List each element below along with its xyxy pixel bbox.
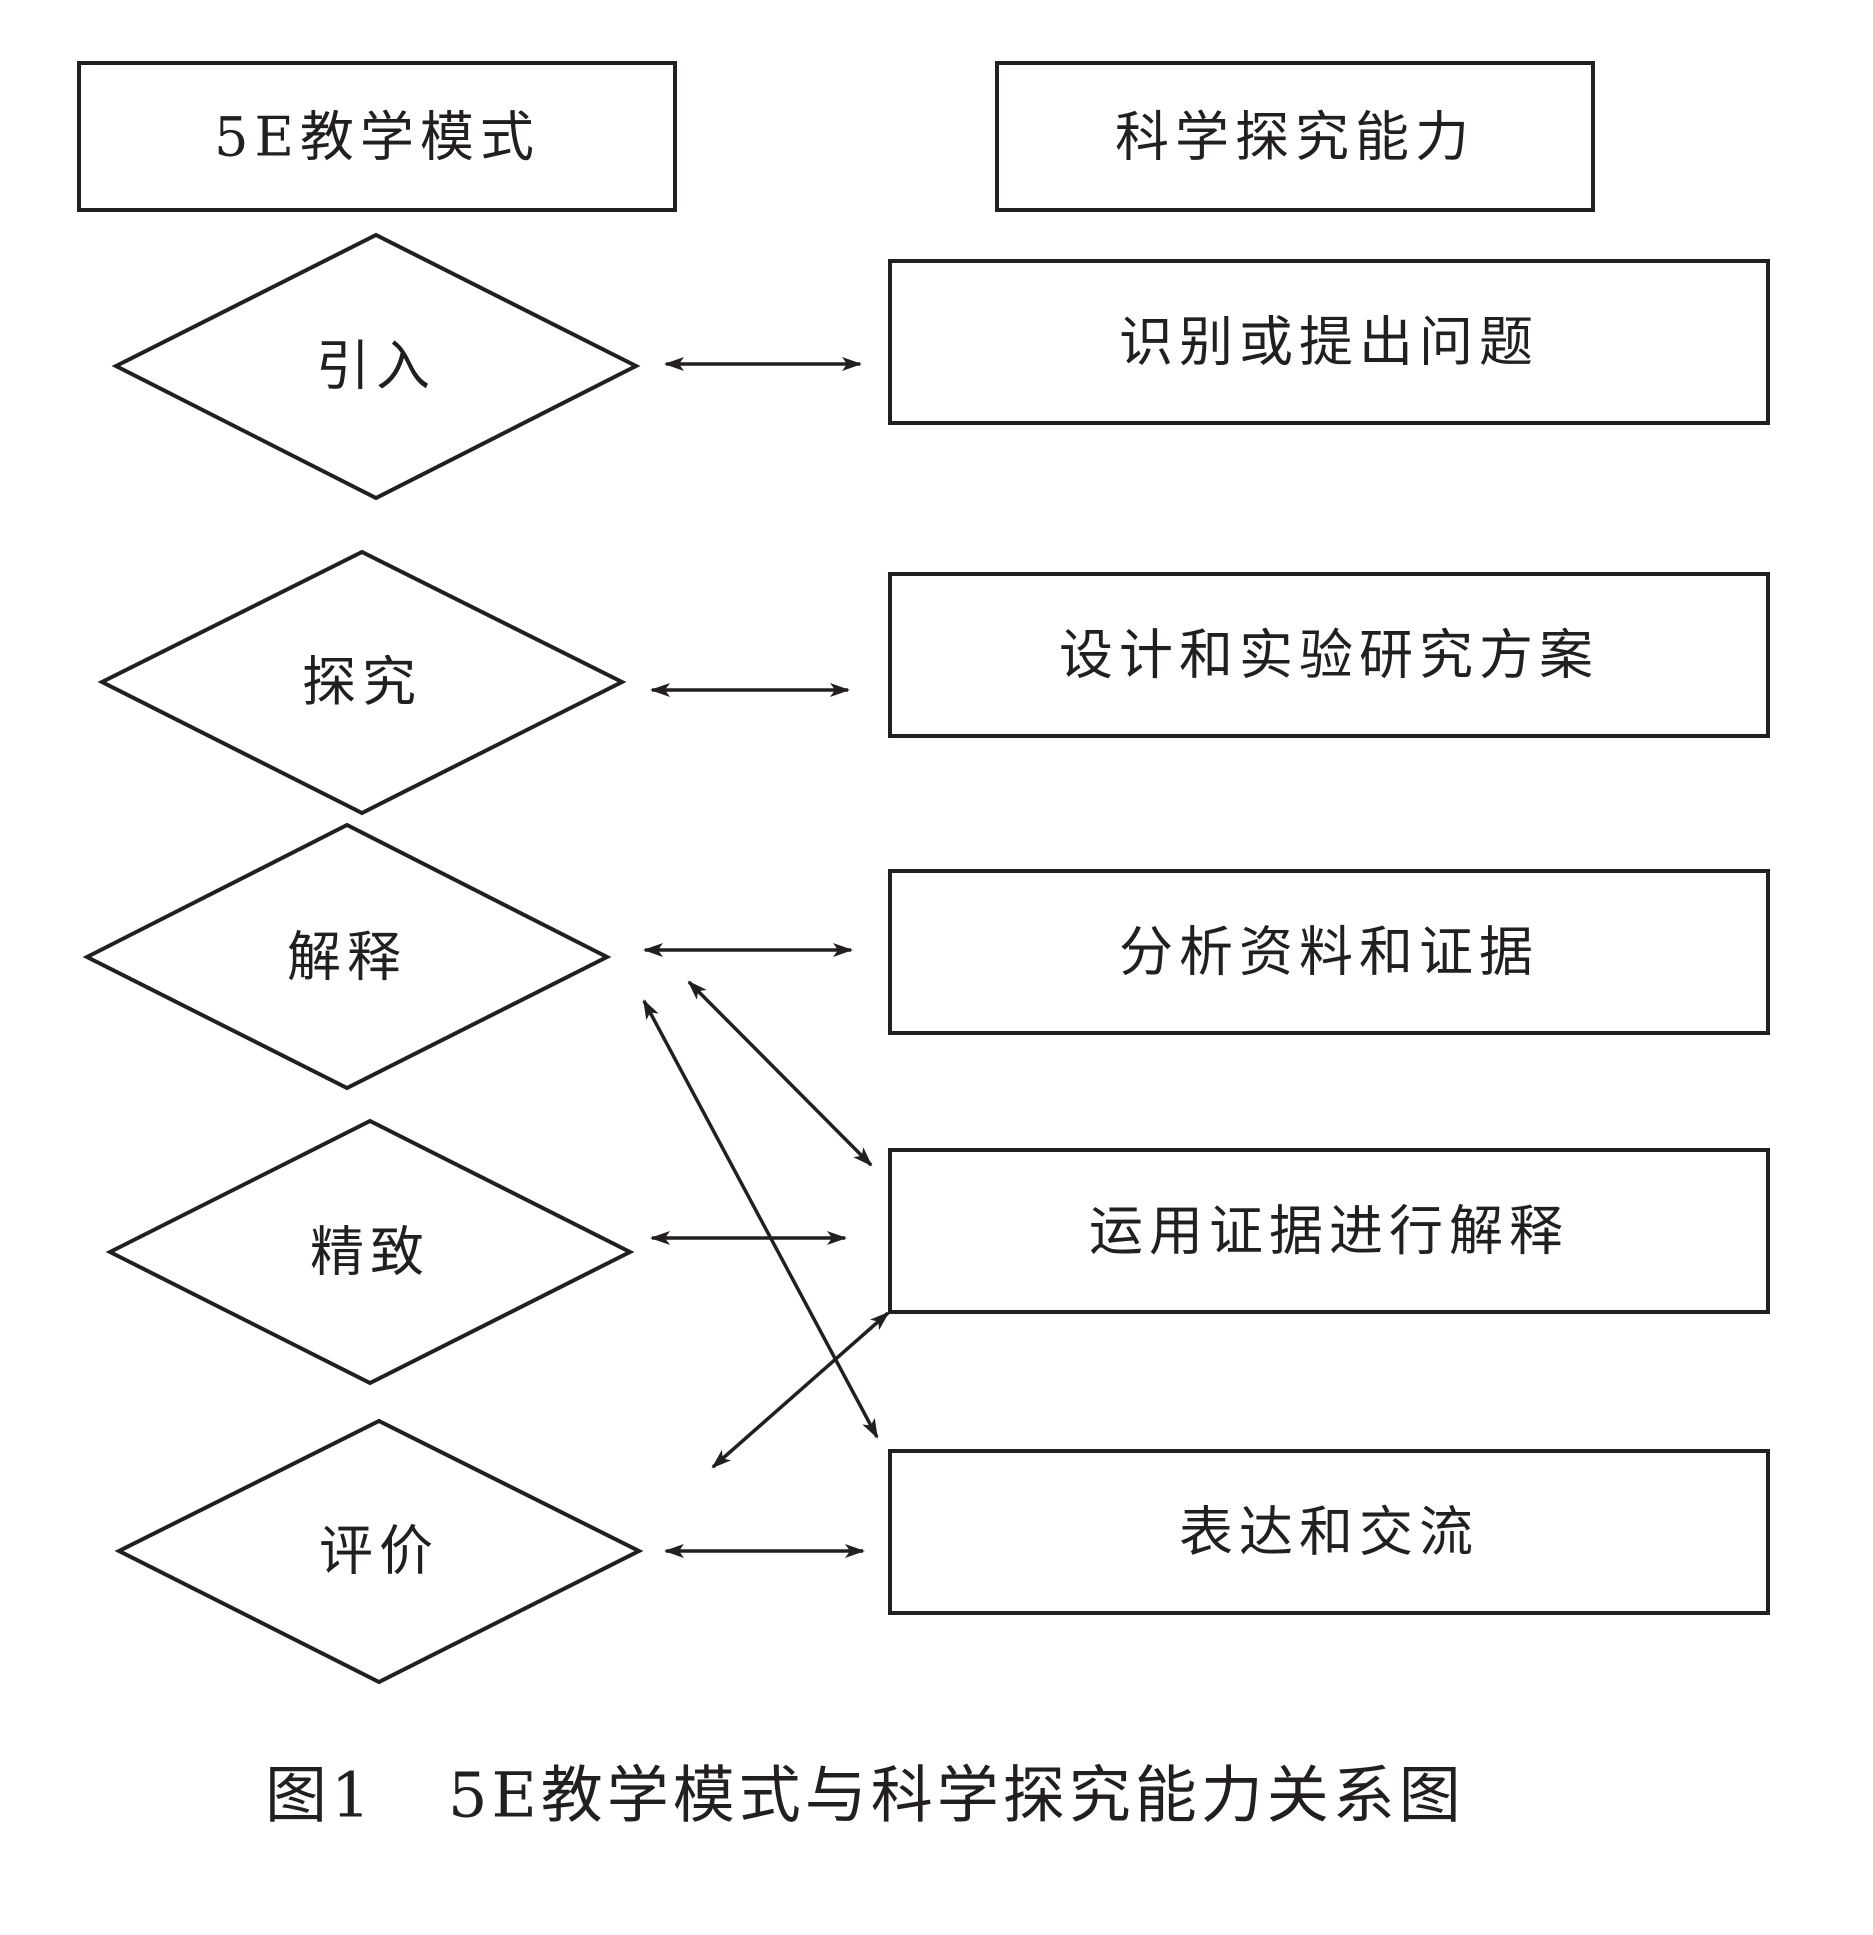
header-scientific-inquiry: 科学探究能力 bbox=[995, 61, 1595, 212]
arrow-explain-communicate bbox=[642, 999, 879, 1439]
relation-arrows bbox=[642, 357, 890, 1558]
ability-design-label: 设计和实验研究方案 bbox=[1059, 624, 1599, 687]
phase-elaborate: 精致 bbox=[105, 1118, 635, 1386]
ability-analyze-label: 分析资料和证据 bbox=[1119, 921, 1539, 984]
header-5e-model-label: 5E教学模式 bbox=[214, 106, 540, 169]
phase-explain-label: 解释 bbox=[287, 926, 407, 989]
ability-analyze: 分析资料和证据 bbox=[888, 869, 1770, 1035]
phase-explore: 探究 bbox=[97, 549, 627, 816]
phase-engage: 引入 bbox=[111, 232, 641, 501]
figure-caption: 图1 5E教学模式与科学探究能力关系图 bbox=[265, 1759, 1465, 1832]
ability-communicate-label: 表达和交流 bbox=[1179, 1501, 1479, 1564]
ability-identify: 识别或提出问题 bbox=[888, 259, 1770, 425]
header-5e-model: 5E教学模式 bbox=[77, 61, 677, 212]
phase-elaborate-label: 精致 bbox=[310, 1221, 430, 1284]
phase-explore-label: 探究 bbox=[302, 651, 422, 714]
ability-communicate: 表达和交流 bbox=[888, 1449, 1770, 1615]
arrow-evaluate-use-evidence bbox=[711, 1311, 890, 1469]
phase-evaluate: 评价 bbox=[114, 1418, 644, 1685]
phase-engage-label: 引入 bbox=[316, 335, 436, 398]
ability-design: 设计和实验研究方案 bbox=[888, 572, 1770, 738]
header-scientific-inquiry-label: 科学探究能力 bbox=[1115, 106, 1475, 169]
ability-identify-label: 识别或提出问题 bbox=[1119, 311, 1539, 374]
figure-caption-text: 5E教学模式与科学探究能力关系图 bbox=[448, 1759, 1465, 1832]
figure-caption-label: 图1 bbox=[265, 1759, 374, 1832]
ability-use-evidence: 运用证据进行解释 bbox=[888, 1148, 1770, 1314]
ability-use-evidence-label: 运用证据进行解释 bbox=[1089, 1200, 1569, 1263]
phase-evaluate-label: 评价 bbox=[319, 1520, 439, 1583]
phase-explain: 解释 bbox=[82, 822, 612, 1091]
